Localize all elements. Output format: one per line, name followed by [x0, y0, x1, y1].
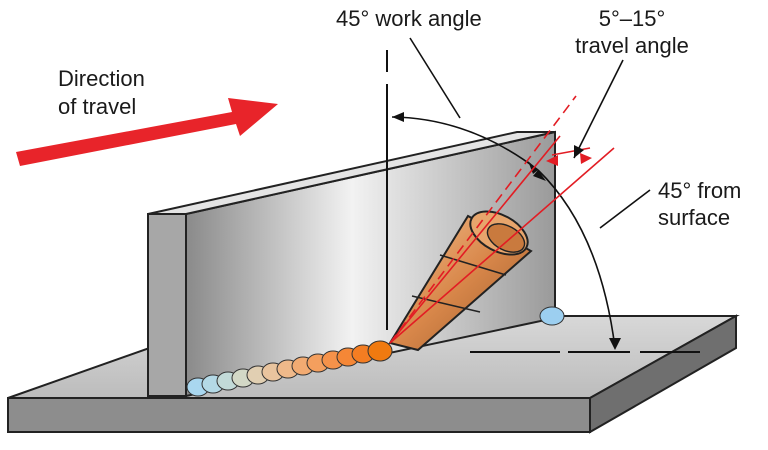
reference-lines [386, 50, 700, 353]
work-angle-arc [391, 37, 539, 174]
travel-angle-value-label: 5°–15° [598, 6, 666, 31]
spatter-blob [539, 306, 565, 326]
travel-angle-text-label: travel angle [575, 33, 689, 58]
work-angle-label: 45° work angle [336, 6, 482, 31]
weld-bead [186, 340, 393, 397]
direction-label-line2: of travel [58, 94, 137, 119]
direction-label-line1: Direction [58, 66, 145, 91]
surface-angle-label-line1: 45° from [658, 178, 742, 203]
torch-axis-lines [389, 95, 615, 344]
travel-angle-pointer [546, 59, 624, 166]
welding-torch-icon [388, 210, 533, 352]
surface-angle-arc [533, 169, 651, 350]
web-plate [147, 130, 556, 398]
direction-arrow-icon [16, 98, 278, 166]
surface-angle-label-line2: surface [658, 205, 731, 230]
